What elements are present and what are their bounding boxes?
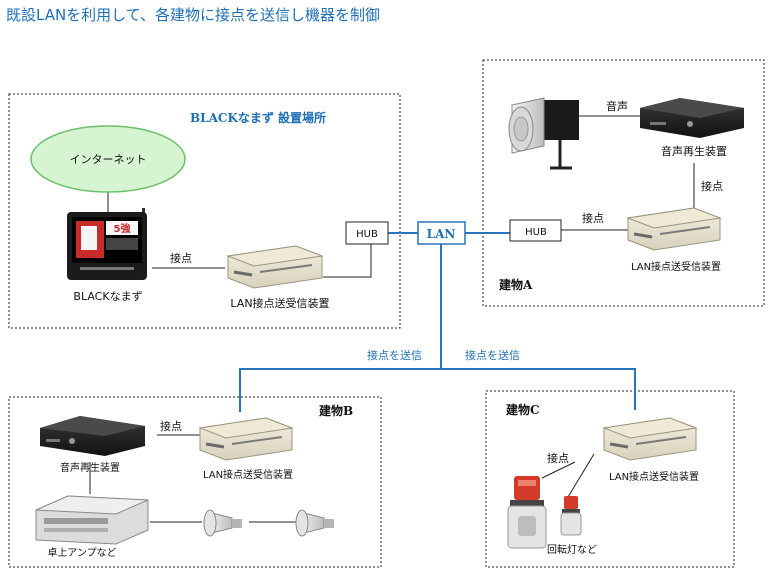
building-a-group — [482, 59, 765, 307]
contact-c-label: 接点 — [547, 452, 569, 465]
black-namazu-device: 5強 — [67, 208, 147, 280]
building-c-group — [485, 390, 735, 568]
black-namazu-label: BLACKなまず — [73, 290, 142, 303]
lan-box — [417, 221, 466, 245]
lan-label: LAN — [427, 227, 456, 241]
lan-device-black-site-label: LAN接点送受信装置 — [230, 296, 329, 310]
lan-device-c — [602, 417, 698, 461]
desktop-amplifier — [35, 495, 149, 545]
audio-player-b — [40, 416, 145, 456]
contact-a-horizontal-label: 接点 — [582, 212, 604, 225]
lan-device-a — [626, 207, 722, 251]
internet-cloud: インターネット — [30, 125, 186, 193]
contact-a-vertical-label: 接点 — [701, 180, 723, 193]
building-b-label: 建物B — [318, 403, 353, 418]
audio-label-a: 音声 — [606, 99, 628, 113]
send-label-b: 接点を送信 — [367, 348, 422, 362]
audio-player-a — [640, 98, 744, 138]
amp-label: 卓上アンプなど — [47, 547, 116, 559]
horn-speaker-b2 — [295, 509, 334, 537]
hub-a-label: HUB — [525, 227, 547, 238]
audio-player-b-label: 音声再生装置 — [60, 461, 120, 474]
lan-device-black-site — [226, 245, 324, 289]
lamp-label: 回転灯など — [547, 544, 597, 556]
rotating-lamp-large — [507, 476, 547, 549]
horn-speaker-a — [508, 97, 579, 170]
hub-black-site-label: HUB — [356, 229, 378, 240]
lan-device-c-label: LAN接点送受信装置 — [609, 470, 699, 483]
page-title: 既設LANを利用して、各建物に接点を送信し機器を制御 — [6, 6, 380, 24]
device-screen-text: 5強 — [114, 222, 131, 235]
hub-a — [509, 219, 562, 242]
contact-b-label: 接点 — [160, 420, 182, 433]
audio-player-a-label: 音声再生装置 — [661, 144, 727, 158]
lan-network-lines — [239, 232, 636, 412]
black-site-contact-label: 接点 — [170, 252, 192, 265]
rotating-lamp-small — [560, 496, 582, 536]
building-c-label: 建物C — [505, 402, 540, 417]
black-site-label: BLACKなまず 設置場所 — [190, 110, 326, 125]
building-a-label: 建物A — [498, 277, 533, 292]
lan-device-a-label: LAN接点送受信装置 — [631, 260, 721, 273]
black-site-group — [8, 93, 401, 329]
hub-black-site — [345, 221, 389, 245]
send-label-c: 接点を送信 — [465, 348, 520, 362]
building-b-group — [8, 396, 382, 568]
connector-lines — [89, 115, 695, 523]
horn-speaker-b1 — [203, 509, 242, 537]
lan-device-b — [198, 417, 294, 461]
internet-label: インターネット — [70, 153, 147, 166]
lan-device-b-label: LAN接点送受信装置 — [203, 468, 293, 481]
